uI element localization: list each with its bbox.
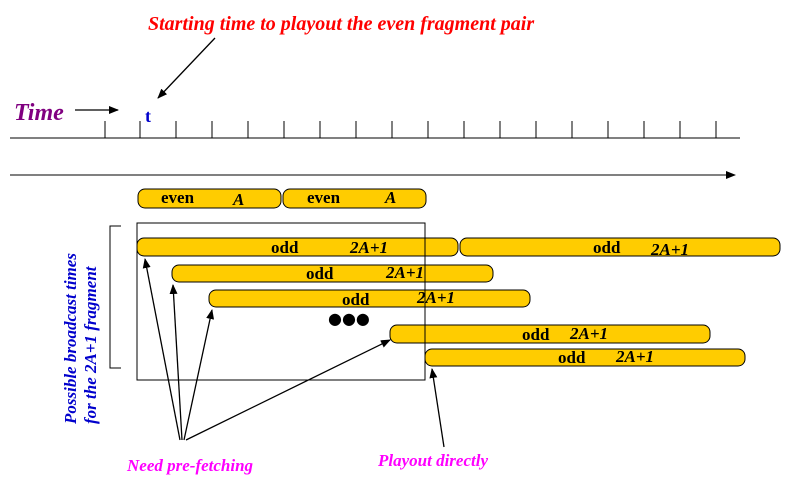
side-label-line2: for the 2A+1 fragment [81, 265, 100, 424]
odd-bar-shape [171, 264, 494, 283]
even-bar-word: even [307, 188, 341, 207]
title-arrow [157, 37, 216, 99]
odd-bar: odd 2A+1 [171, 263, 494, 283]
even-bar-word: even [161, 188, 195, 207]
odd-bar-word: odd [558, 348, 586, 367]
even-bar-value: A [232, 190, 244, 209]
odd-bar: odd 2A+1 [136, 237, 459, 257]
side-label: Possible broadcast times for the 2A+1 fr… [61, 253, 100, 425]
even-bar-shape [282, 188, 427, 209]
odd-bar-value: 2A+1 [385, 263, 424, 282]
side-label-line1: Possible broadcast times [61, 253, 80, 425]
odd-bar: odd 2A+1 [208, 288, 531, 309]
odd-bar-shape [389, 324, 711, 344]
need-prefetching-label: Need pre-fetching [126, 456, 254, 475]
time-label: Time [14, 100, 64, 126]
odd-bar-value: 2A+1 [650, 240, 689, 259]
odd-bar-value: 2A+1 [349, 238, 388, 257]
timeline-ticks [104, 121, 717, 138]
odd-bar-word: odd [306, 264, 334, 283]
odd-bar-word: odd [593, 238, 621, 257]
diagram-title: Starting time to playout the even fragme… [148, 13, 534, 35]
prefetch-arrow [185, 339, 391, 441]
broadcast-times-bracket [109, 225, 121, 369]
odd-bar-word: odd [271, 238, 299, 257]
even-bar-value: A [384, 188, 396, 207]
prefetch-arrow [169, 284, 183, 441]
even-bar: even A [282, 188, 427, 209]
odd-bar-word: odd [522, 325, 550, 344]
odd-bar: odd 2A+1 [389, 324, 711, 344]
prefetch-arrows [142, 258, 391, 441]
playout-direct-arrow [429, 368, 445, 448]
playout-directly-label: Playout directly [377, 451, 488, 470]
prefetch-arrow [142, 258, 181, 441]
odd-bar-value: 2A+1 [615, 347, 654, 366]
t-label: t [145, 106, 151, 126]
odd-bar: odd 2A+1 [459, 237, 781, 259]
prefetch-region-box [136, 222, 426, 381]
odd-bar: odd 2A+1 [424, 347, 746, 367]
even-bar-shape [137, 188, 282, 209]
even-bar: even A [137, 188, 282, 209]
ellipsis-dots: ●●● [328, 309, 370, 328]
prefetch-arrow [183, 309, 215, 441]
odd-bar-shape [459, 237, 781, 257]
odd-bar-shape [208, 289, 531, 308]
odd-bar-value: 2A+1 [569, 324, 608, 343]
odd-bar-word: odd [342, 290, 370, 309]
odd-bar-value: 2A+1 [416, 288, 455, 307]
